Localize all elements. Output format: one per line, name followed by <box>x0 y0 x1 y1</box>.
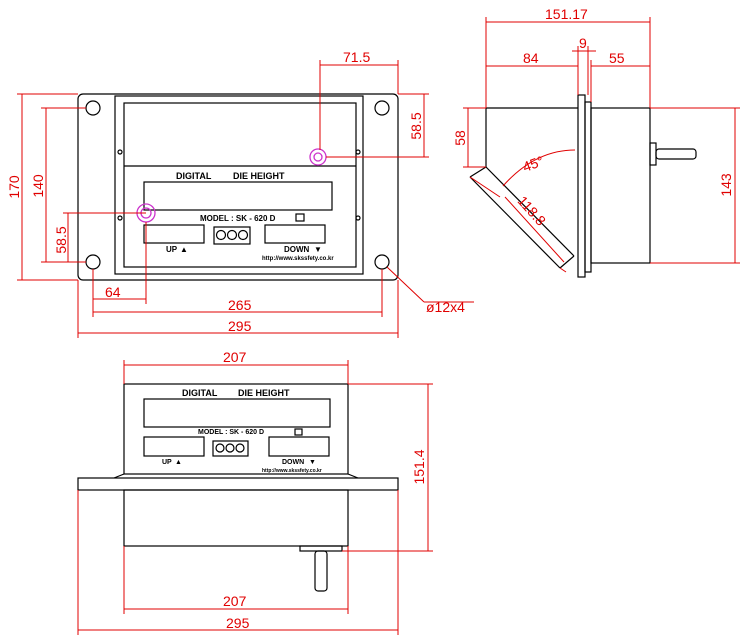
panel-down-label: DOWN <box>284 245 310 254</box>
bottom-flange <box>77 477 399 491</box>
dim-side-front-height: 58 <box>452 130 468 146</box>
bottom-up-window <box>143 436 205 457</box>
down-display-window <box>264 224 326 244</box>
bottom-up-label: UP <box>162 459 172 466</box>
side-view <box>469 94 697 278</box>
side-shaft <box>655 148 697 160</box>
mounting-hole-top-right <box>374 100 390 116</box>
bottom-housing <box>123 489 349 547</box>
down-arrow-icon: ▼ <box>314 245 322 254</box>
bottom-connector <box>212 440 249 457</box>
main-display-window <box>143 181 333 211</box>
dim-front-height-total: 170 <box>6 175 22 199</box>
dim-side-height: 143 <box>718 173 734 197</box>
screw <box>355 215 361 221</box>
dim-bottom-height: 151.4 <box>411 449 427 484</box>
up-display-window <box>143 224 205 244</box>
up-arrow-icon: ▲ <box>180 245 188 254</box>
reference-marker-right-inner <box>313 152 323 162</box>
dim-side-angle: 45° <box>520 153 545 175</box>
bottom-down-window <box>268 436 330 457</box>
connector-pin <box>237 229 249 241</box>
screw <box>355 149 361 155</box>
bottom-url: http://www.skssfety.co.kr <box>262 468 322 474</box>
panel-title-digital: DIGITAL <box>176 171 212 181</box>
bottom-shaft <box>314 550 328 592</box>
mounting-hole-bottom-left <box>85 254 101 270</box>
dim-side-body-depth: 84 <box>523 50 539 66</box>
bottom-view-dimensions: 207 151.4 207 295 <box>77 349 433 635</box>
bottom-title-digital: DIGITAL <box>182 388 218 398</box>
dim-front-mark-horizontal: 64 <box>105 284 121 300</box>
dim-side-plate: 9 <box>579 35 587 51</box>
dim-front-holes-span: 265 <box>228 297 252 313</box>
dim-front-mark-offset-h: 71.5 <box>343 49 370 65</box>
dim-front-mark-offset-v: 58.5 <box>408 112 424 139</box>
connector-pin <box>215 229 227 241</box>
side-rear-housing <box>590 107 651 264</box>
panel-model-label: MODEL : SK - 620 D <box>200 214 276 223</box>
mounting-hole-bottom-right <box>374 254 390 270</box>
bottom-view: DIGITAL DIE HEIGHT MODEL : SK - 620 D UP… <box>77 383 399 592</box>
bottom-bezel <box>123 383 349 475</box>
bottom-down-label: DOWN <box>282 459 304 466</box>
panel-up-label: UP <box>166 245 178 254</box>
bottom-connector-pin <box>215 443 225 453</box>
bottom-main-display <box>143 398 331 428</box>
dim-side-slant: 118.8 <box>514 193 549 229</box>
dim-side-rear: 55 <box>609 50 625 66</box>
connector-block <box>213 226 251 245</box>
dim-front-height-holes: 140 <box>30 174 46 198</box>
front-flange-outline <box>77 93 399 281</box>
mounting-hole-top-left <box>85 100 101 116</box>
dim-front-width-total: 295 <box>228 318 252 334</box>
screw <box>117 149 123 155</box>
panel-title-die-height: DIE HEIGHT <box>233 171 285 181</box>
front-panel-outline <box>123 102 357 268</box>
reference-marker-right <box>309 148 327 166</box>
side-shaft-collar <box>649 142 657 166</box>
indicator-lamp <box>295 213 305 222</box>
bottom-indicator-lamp <box>294 428 303 436</box>
side-view-dimensions: 151.17 84 9 55 58 45° 118.8 143 <box>452 6 740 273</box>
screw <box>117 215 123 221</box>
bottom-down-arrow-icon: ▼ <box>309 459 316 466</box>
dim-side-overall-depth: 151.17 <box>545 6 588 22</box>
front-view-dimensions: 170 140 58.5 64 265 295 71.5 58.5 <box>6 49 474 338</box>
panel-url: http://www.skssfety.co.kr <box>262 256 334 262</box>
front-bezel-outline <box>114 95 364 275</box>
dim-front-hole-spec: ø12x4 <box>426 299 465 315</box>
side-plate-lip <box>584 101 592 273</box>
bottom-model-label: MODEL : SK - 620 D <box>198 429 264 436</box>
bottom-shaft-collar <box>299 545 343 552</box>
connector-pin <box>226 229 238 241</box>
bottom-connector-pin <box>235 443 245 453</box>
dim-bottom-flange-width: 295 <box>226 615 250 631</box>
bottom-connector-pin <box>225 443 235 453</box>
side-mounting-plate <box>577 94 586 278</box>
bottom-up-arrow-icon: ▲ <box>175 459 182 466</box>
front-view: DIGITAL DIE HEIGHT MODEL : SK - 620 D UP… <box>77 93 399 281</box>
dim-bottom-top-width: 207 <box>223 349 247 365</box>
dim-front-mark-vertical: 58.5 <box>53 226 69 253</box>
bottom-title-die-height: DIE HEIGHT <box>238 388 290 398</box>
dim-bottom-bottom-width: 207 <box>223 593 247 609</box>
